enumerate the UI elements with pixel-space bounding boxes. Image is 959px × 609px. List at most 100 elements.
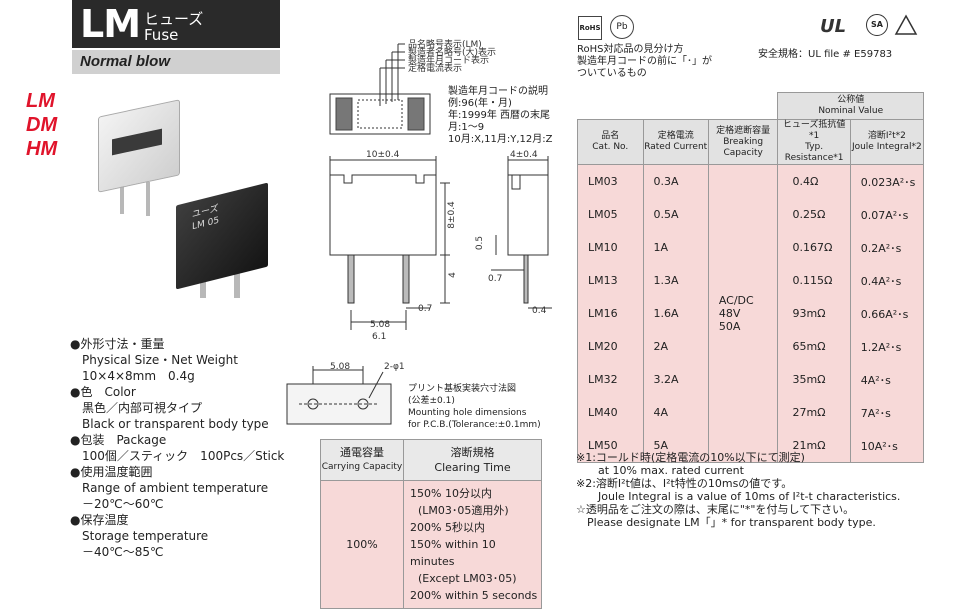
subtitle-bar xyxy=(72,50,280,74)
resistance-cell: 0.167Ω xyxy=(777,231,851,264)
header-text: Typ. Resistance*1 xyxy=(784,142,844,163)
note-line: at 10% max. rated current xyxy=(576,464,744,477)
joule-integral-cell: 0.66A²･s xyxy=(849,297,925,330)
title-block xyxy=(72,0,280,48)
header-text: Breaking Capacity xyxy=(723,136,764,158)
pb-free-icon: Pb xyxy=(610,15,634,39)
marking-label-3: 製造年月コード表示 xyxy=(408,56,490,66)
joule-integral-cell: 0.2A²･s xyxy=(849,231,925,264)
product-photo: ユーズ LM 05 xyxy=(88,98,278,310)
warning-triangle-icon xyxy=(894,14,918,35)
header-text: 溶断I²t*2 xyxy=(867,131,906,141)
resistance-cell: 27mΩ xyxy=(777,396,851,429)
rated-current-cell: 1.6A xyxy=(642,297,709,330)
header-text: Cat. No. xyxy=(592,142,629,152)
rohs-note-line: 製造年月コードの前に「･」が xyxy=(577,56,712,67)
header-text: ヒューズ抵抗値*1 xyxy=(782,120,846,141)
dim-pin-width-2: 0.7 xyxy=(418,304,433,314)
header-text: Joule Integral*2 xyxy=(851,142,922,152)
spec-list: ●外形寸法・重量 Physical Size・Net Weight 10×4×8mm… xyxy=(70,336,284,560)
spec-heading: ●包装 Package xyxy=(70,433,167,447)
dim-width: 10±0.4 xyxy=(366,150,400,160)
cat-no-cell: LM50 xyxy=(577,429,644,463)
csa-mark-icon: SA xyxy=(866,14,888,36)
header-text: 定格遮断容量 xyxy=(716,125,771,136)
spec-line: －20℃～60℃ xyxy=(82,497,164,511)
header-text: 通電容量 xyxy=(340,446,384,459)
cat-no-cell: LM10 xyxy=(577,231,644,264)
resistance-cell: 65mΩ xyxy=(777,330,851,363)
joule-integral-cell: 0.023A²･s xyxy=(849,164,925,198)
resistance-cell: 0.25Ω xyxy=(777,198,851,231)
hole-note-line: Mounting hole dimensions xyxy=(408,408,527,418)
dimension-drawing xyxy=(329,43,552,330)
spec-line: Black or transparent body type xyxy=(82,417,269,431)
header-clearing-time: 溶断規格 Clearing Time xyxy=(403,439,542,481)
product-subtitle: Normal blow xyxy=(80,53,171,70)
series-tab-lm: LM xyxy=(26,90,55,112)
cat-no-cell: LM05 xyxy=(577,198,644,231)
rohs-icon: RoHS xyxy=(578,16,602,40)
cat-no-cell: LM16 xyxy=(577,297,644,330)
rohs-note: RoHS対応品の見分け方 製造年月コードの前に「･」が ついているもの xyxy=(577,44,712,80)
dim-hole-diameter: 2-φ1 xyxy=(384,362,405,372)
date-code-note: 製造年月コードの説明 例:96(年・月) 年:1999年 西暦の末尾 月:1～9… xyxy=(448,86,552,146)
hole-note-line: プリント基板実装穴寸法図 xyxy=(408,384,517,394)
header-text: 定格電流 xyxy=(657,131,694,141)
dim-pin-width: 0.7 xyxy=(488,274,503,284)
resistance-cell: 0.4Ω xyxy=(777,164,851,198)
joule-integral-cell: 10A²･s xyxy=(849,429,925,463)
cat-no-cell: LM03 xyxy=(577,164,644,198)
product-title-kana: ヒューズ xyxy=(144,10,204,28)
spec-line: 黒色／内部可視タイプ xyxy=(82,401,203,415)
clearing-line: 200% 5秒以内 xyxy=(410,521,485,534)
dim-height: 8±0.4 xyxy=(446,201,457,229)
rohs-note-line: RoHS対応品の見分け方 xyxy=(577,44,684,55)
resistance-cell: 0.115Ω xyxy=(777,264,851,297)
cat-no-cell: LM40 xyxy=(577,396,644,429)
clearing-line: 150% 10分以内 xyxy=(410,487,492,500)
header-carrying-capacity: 通電容量 Carrying Capacity xyxy=(320,439,404,481)
header-text: 公称値 xyxy=(837,95,865,105)
clearing-line: 150% within 10 minutes xyxy=(410,538,496,568)
marking-label-4: 定格電流表示 xyxy=(408,64,463,74)
rated-current-cell: 0.5A xyxy=(642,198,709,231)
dim-pin-offset: 0.5 xyxy=(475,235,486,251)
breaking-capacity-line: AC/DC 48V xyxy=(718,294,754,320)
header-text: Nominal Value xyxy=(818,106,884,116)
clearing-line: 200% within 5 seconds xyxy=(410,589,538,602)
spec-heading: ●使用温度範囲 xyxy=(70,465,153,479)
spec-line: Range of ambient temperature xyxy=(82,481,269,495)
hole-note-line: for P.C.B.(Tolerance:±0.1mm) xyxy=(408,420,541,430)
spec-line: －40℃～85℃ xyxy=(82,545,164,559)
series-tab-dm: DM xyxy=(26,114,58,136)
dim-hole-pitch: 5.08 xyxy=(330,362,351,372)
dim-depth: 4±0.4 xyxy=(510,150,538,160)
spec-heading: ●外形寸法・重量 xyxy=(70,337,165,351)
spec-line: Physical Size・Net Weight xyxy=(82,353,238,367)
date-code-line: 月:1～9 xyxy=(448,122,485,133)
rated-current-cell: 1.3A xyxy=(642,264,709,297)
spec-line: 100個／スティック 100Pcs／Stick xyxy=(82,449,285,463)
joule-integral-cell: 4A²･s xyxy=(849,363,925,396)
note-line: ☆透明品をご注文の際は、末尾に"*"を付与して下さい。 xyxy=(576,503,855,516)
nominal-value-header: 公称値 Nominal Value xyxy=(777,92,924,120)
dim-span: 6.1 xyxy=(372,332,387,342)
spec-line: 10×4×8mm 0.4g xyxy=(82,369,195,383)
header-text: Carrying Capacity xyxy=(321,462,403,472)
rated-current-cell: 0.3A xyxy=(642,164,709,198)
joule-integral-cell: 7A²･s xyxy=(849,396,925,429)
